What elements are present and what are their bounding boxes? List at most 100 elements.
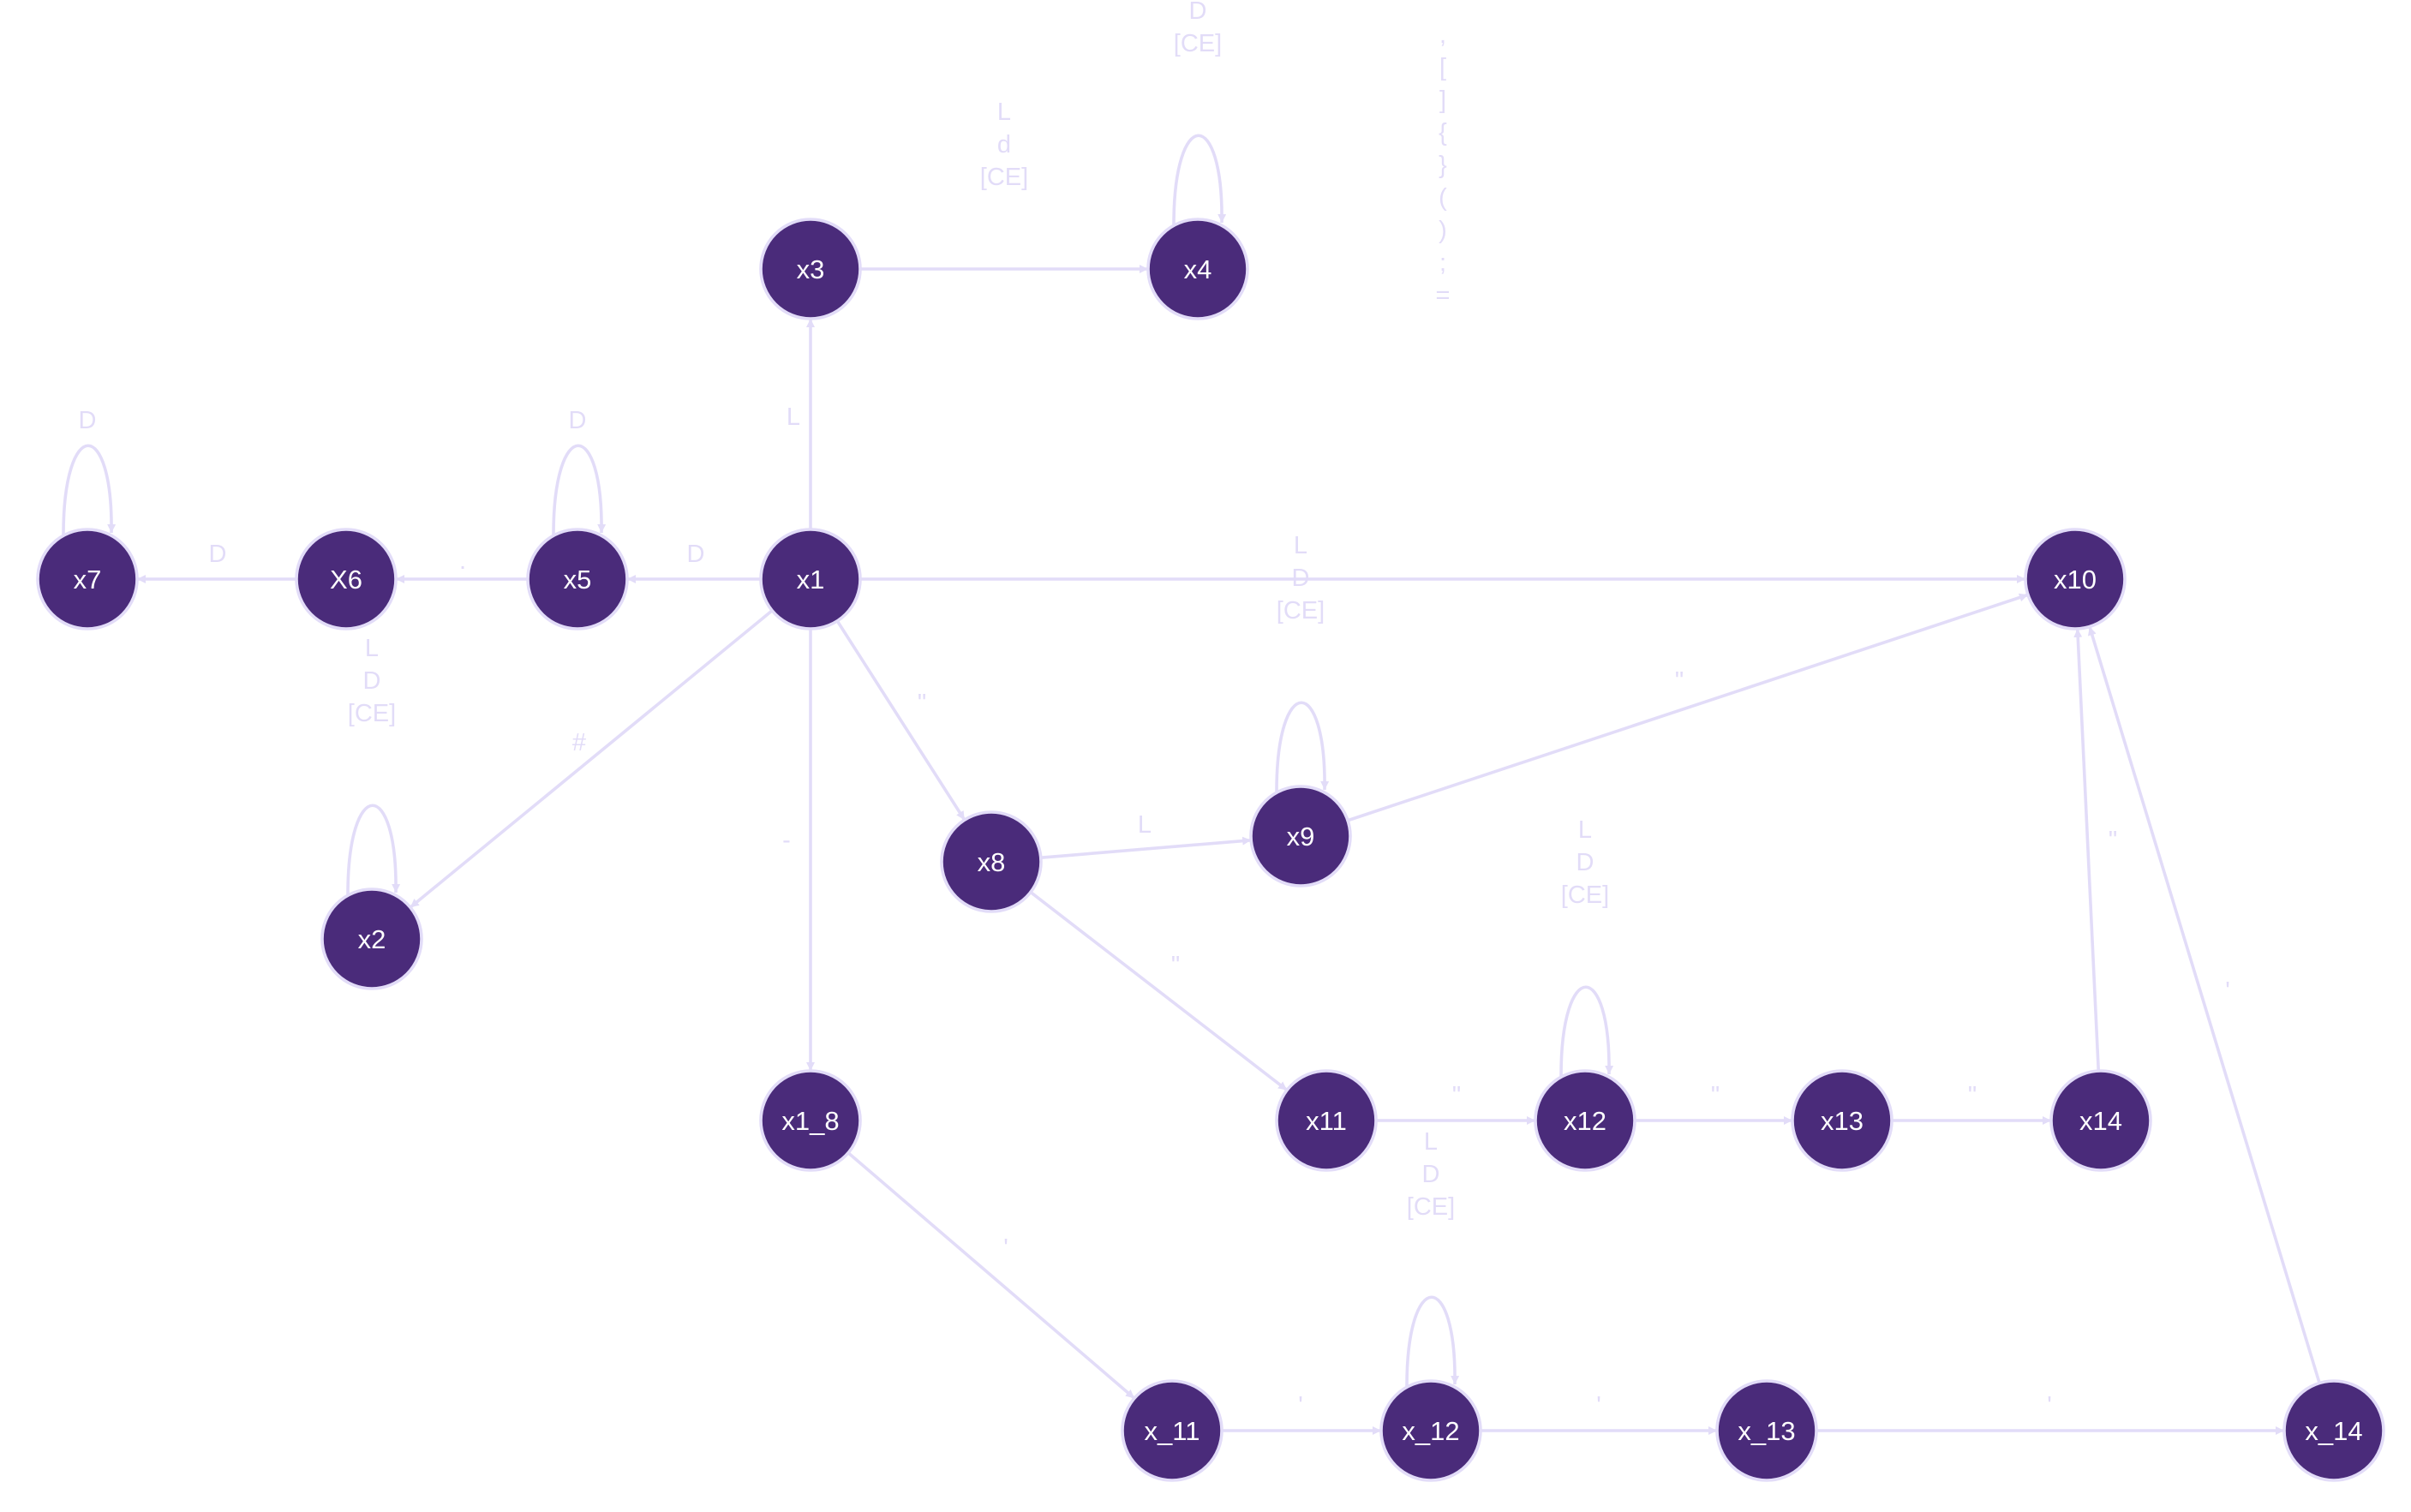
edge-label-x13-to-x14: " [1968,1082,1977,1109]
node-label: x_14 [2305,1416,2362,1446]
edge-label-x12-to-x12: D [1576,849,1594,876]
node-label: x5 [564,565,592,595]
node-x1[interactable]: x1 [759,528,862,630]
node-x8[interactable]: x8 [940,810,1043,913]
node-x7[interactable]: x7 [36,528,139,630]
edge-label-x1-to-x5: D [687,541,705,568]
edge-labels-layer: LLd[CE]LD[CE]DD.DD,[]{}();=#LD[CE]"-LLD[… [79,0,2230,1419]
node-circle [1275,1069,1378,1172]
node-label: x14 [2079,1106,2122,1136]
node-circle [759,218,862,320]
node-x4[interactable]: x4 [1146,218,1249,320]
node-x14[interactable]: x14 [2049,1069,2152,1172]
node-circle [1249,785,1352,887]
nodes-layer: x1 x2 x3 x4 x5 X6 x7 x8 x9 x10 x11 x12 x13 x14 x1_8 x_1… [36,218,2385,1482]
edge-label-x9-to-x9: [CE] [1277,597,1325,625]
node-circle [1379,1379,1482,1482]
edge-x2-to-x2 [346,804,401,895]
edge-x_14-to-x10 [2087,625,2321,1384]
node-x9[interactable]: x9 [1249,785,1352,887]
node-x_12[interactable]: x_12 [1379,1379,1482,1482]
node-circle [2282,1379,2385,1482]
edge-label-x1-to-x10: { [1439,119,1447,146]
edge-label-x9-to-x10: " [1675,667,1684,695]
node-x_14[interactable]: x_14 [2282,1379,2385,1482]
edge-label-x9-to-x9: D [1292,565,1310,592]
edge-label-x5-to-x5: D [569,407,587,434]
node-circle [2024,528,2127,630]
edge-label-x2-to-x2: [CE] [348,700,396,727]
node-label: x13 [1821,1106,1864,1136]
node-label: x4 [1184,254,1212,284]
edge-label-x1-to-x10: [ [1439,54,1446,81]
edge-x12-to-x12 [1559,985,1614,1077]
edge-label-x1-to-x10: } [1439,152,1447,179]
node-label: x7 [74,565,102,595]
node-circle [1715,1379,1818,1482]
edge-x8-to-x11 [1029,891,1289,1091]
node-label: x10 [2054,565,2097,595]
node-x1_8[interactable]: x1_8 [759,1069,862,1172]
edge-label-x3-to-x4: d [997,131,1011,158]
edge-label-x12-to-x12: L [1578,816,1592,844]
edge-label-x1-to-x1_8: - [782,827,791,854]
edge-label-x2-to-x2: L [365,635,379,662]
edge-label-x1-to-x10: ] [1439,87,1446,114]
node-label: x_11 [1145,1416,1200,1446]
edge-label-x_11-to-x_12: ' [1298,1392,1303,1419]
node-label: x1 [797,565,825,595]
edge-label-x1-to-x10: = [1436,282,1451,309]
node-circle [759,1069,862,1172]
edge-label-x1-to-x2: # [572,729,586,756]
edge-label-x7-to-x7: D [79,407,97,434]
node-circle [2049,1069,2152,1172]
node-circle [1121,1379,1223,1482]
edge-x1-to-x8 [835,619,966,822]
edge-label-x2-to-x2: D [363,667,381,695]
node-label: x12 [1564,1106,1606,1136]
node-circle [36,528,139,630]
edge-label-x12-to-x13: " [1711,1082,1720,1109]
node-label: x11 [1306,1106,1347,1136]
edge-label-x12-to-x12: [CE] [1561,882,1609,909]
edge-label-x1_8-to-x_11: ' [1003,1234,1008,1262]
node-x10[interactable]: x10 [2024,528,2127,630]
node-label: x_12 [1402,1416,1459,1446]
edge-x9-to-x9 [1275,701,1330,792]
edge-label-x1-to-x10: ( [1439,184,1447,212]
edge-x_12-to-x_12 [1405,1295,1460,1387]
edge-x9-to-x10 [1347,593,2029,822]
node-label: x2 [358,924,386,954]
edge-x4-to-x4 [1172,134,1227,225]
node-label: x9 [1287,822,1315,852]
edge-label-x14-to-x10: " [2109,827,2117,854]
edge-x8-to-x9 [1040,836,1252,859]
node-label: x8 [978,847,1006,877]
node-x12[interactable]: x12 [1534,1069,1636,1172]
edge-x1-to-x2 [409,609,774,909]
node-circle [759,528,862,630]
edge-label-X6-to-x7: D [209,541,227,568]
edge-label-x4-to-x4: [CE] [1174,30,1222,57]
edge-x5-to-x5 [552,444,607,535]
edge-label-x_12-to-x_13: ' [1596,1392,1601,1419]
node-x_11[interactable]: x_11 [1121,1379,1223,1482]
node-circle [1791,1069,1894,1172]
node-x5[interactable]: x5 [526,528,629,630]
node-label: x3 [797,254,825,284]
edge-x7-to-x7 [62,444,117,535]
edge-label-x8-to-x11: " [1171,952,1180,979]
edge-label-x1-to-x8: " [918,690,926,717]
node-x11[interactable]: x11 [1275,1069,1378,1172]
edge-x1_8-to-x_11 [847,1151,1136,1400]
edge-label-x4-to-x4: D [1189,0,1207,25]
edge-x14-to-x10 [2073,628,2101,1072]
node-x2[interactable]: x2 [320,887,423,990]
node-x3[interactable]: x3 [759,218,862,320]
node-x_13[interactable]: x_13 [1715,1379,1818,1482]
node-X6[interactable]: X6 [295,528,398,630]
edge-label-x_12-to-x_12: L [1424,1128,1438,1156]
edges-layer [62,134,2321,1435]
edge-label-x_12-to-x_12: D [1422,1161,1440,1188]
node-x13[interactable]: x13 [1791,1069,1894,1172]
